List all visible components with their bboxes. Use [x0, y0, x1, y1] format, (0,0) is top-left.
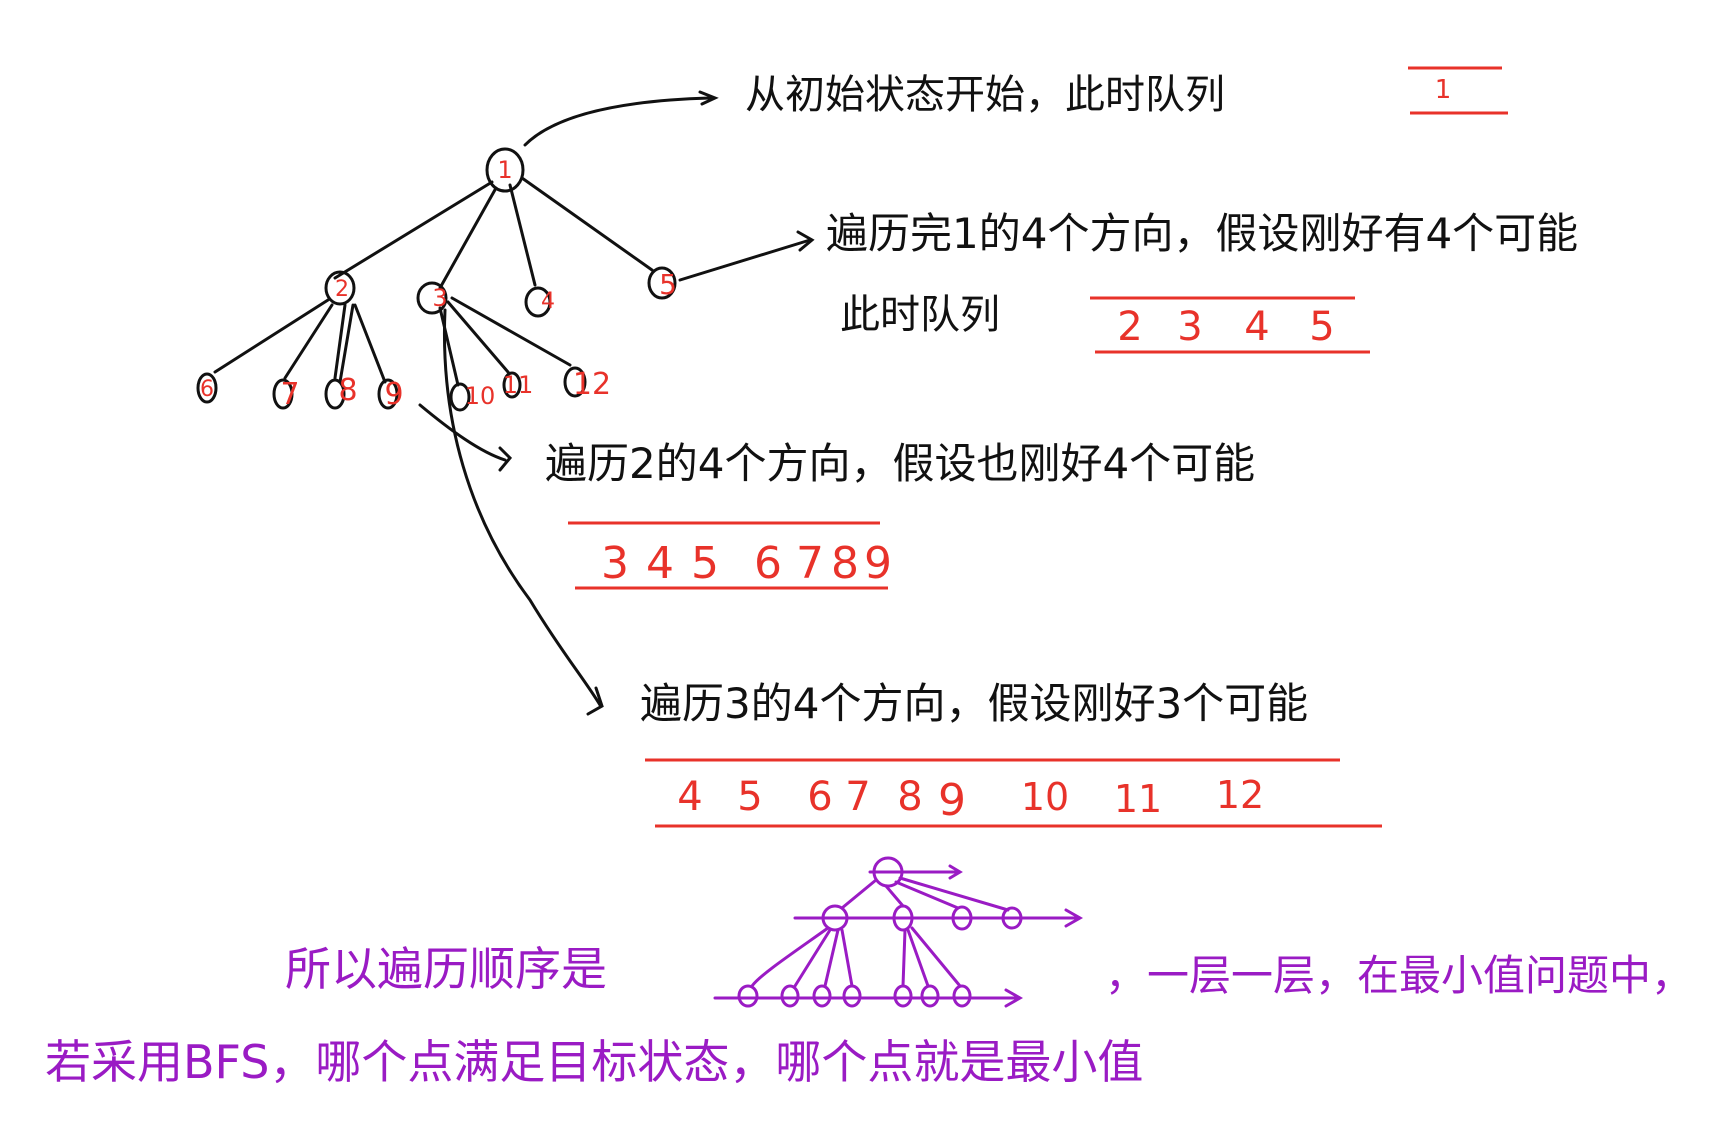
- node-7: 7: [272, 377, 300, 412]
- mini-level-0-arrow: [868, 864, 963, 880]
- mini-l1-node-1: [821, 904, 849, 932]
- edge-2-8b: [338, 303, 355, 384]
- edge-3-11: [446, 300, 510, 374]
- queue-2: 2 3 4 5: [1090, 296, 1370, 354]
- step1-note: 从初始状态开始，此时队列: [745, 72, 1225, 118]
- queue-4-item-4: 7: [845, 774, 870, 820]
- node-2-label: 2: [335, 277, 349, 302]
- node-9: 9: [377, 377, 404, 412]
- mini-l2-node-2: [780, 984, 800, 1008]
- queue-4-item-3: 6: [807, 774, 832, 820]
- step4-note: 遍历3的4个方向，假设刚好3个可能: [640, 679, 1308, 728]
- queue-1: 1: [1408, 66, 1508, 115]
- queue-3-item-2: 4: [646, 538, 674, 589]
- node-11-label: 11: [503, 371, 534, 399]
- node-8: 8: [324, 373, 358, 410]
- edge-1-5: [520, 176, 654, 272]
- summary-line1-part2: ，一层一层，在最小值问题中，: [1105, 951, 1693, 1000]
- summary-line1-part1: 所以遍历顺序是: [285, 942, 607, 996]
- queue-3: 3 4 5 6 7 8 9: [568, 521, 892, 590]
- edge-2-6: [213, 298, 330, 374]
- mini-edges-l1-l2: [750, 926, 962, 988]
- node-12-label: 12: [573, 367, 611, 402]
- queue-2-item-4: 5: [1309, 304, 1334, 350]
- queue-4-item-1: 4: [677, 774, 702, 820]
- mini-l1-node-4: [1001, 906, 1023, 930]
- node-11: 11: [502, 371, 534, 399]
- queue-1-item: 1: [1435, 75, 1452, 105]
- mini-level-order-tree: [713, 856, 1084, 1008]
- queue-4-item-8: 11: [1114, 777, 1162, 821]
- queue-2-item-2: 3: [1177, 304, 1202, 350]
- edge-3-10: [438, 306, 460, 387]
- node-2: 2: [324, 270, 356, 306]
- node-1-label: 1: [497, 156, 512, 184]
- node-9-label: 9: [384, 377, 403, 412]
- queue-3-item-5: 7: [796, 538, 824, 589]
- node-1: 1: [485, 147, 525, 193]
- edge-1-3: [438, 186, 498, 290]
- edge-1-4: [508, 183, 537, 287]
- arrow-head-step4: [586, 686, 604, 716]
- tree-edges: [213, 90, 815, 716]
- queue-3-item-3: 5: [691, 538, 719, 589]
- summary-line2: 若采用BFS，哪个点满足目标状态，哪个点就是最小值: [45, 1035, 1143, 1089]
- node-12: 12: [563, 366, 611, 402]
- mini-l2-node-1: [737, 984, 759, 1008]
- queue-4-item-6: 9: [938, 775, 966, 826]
- queue-3-item-4: 6: [754, 538, 782, 589]
- arrow-root-to-step1: [523, 96, 712, 147]
- node-7-label: 7: [280, 377, 299, 412]
- arrow-head-step3: [498, 446, 513, 472]
- step2-note-line2: 此时队列: [840, 292, 1000, 338]
- mini-l2-node-6: [920, 984, 940, 1008]
- arrow-head-step1: [698, 90, 719, 106]
- node-4-label: 4: [541, 289, 555, 314]
- edge-2-7: [283, 303, 334, 380]
- node-8-label: 8: [338, 373, 357, 408]
- edge-1-2: [333, 180, 494, 280]
- mini-edges-l0-l1: [840, 876, 1010, 912]
- node-6: 6: [196, 372, 218, 404]
- mini-root-node: [872, 856, 904, 888]
- queue-3-item-7: 9: [864, 538, 892, 589]
- step2-note-line1: 遍历完1的4个方向，假设刚好有4个可能: [826, 209, 1578, 258]
- node-5: 5: [647, 266, 677, 301]
- queue-3-item-6: 8: [831, 538, 859, 589]
- arrow-3-to-step4: [442, 308, 602, 707]
- arrow-5-to-step2: [678, 238, 812, 282]
- mini-l2-node-5: [893, 984, 913, 1008]
- queue-2-item-1: 2: [1117, 304, 1142, 350]
- mini-level-1-arrow: [793, 908, 1084, 928]
- node-10-label: 10: [465, 382, 496, 410]
- queue-4: 4 5 6 7 8 9 10 11 12: [645, 758, 1382, 828]
- node-5-label: 5: [659, 268, 677, 301]
- mini-l1-node-3: [951, 905, 973, 931]
- node-4: 4: [524, 286, 555, 318]
- mini-l2-node-3: [812, 984, 832, 1008]
- edge-2-8: [333, 303, 347, 380]
- node-3-label: 3: [432, 284, 447, 312]
- queue-4-item-9: 12: [1216, 773, 1264, 817]
- queue-4-item-7: 10: [1021, 775, 1069, 819]
- arrow-9-to-step3: [418, 403, 507, 462]
- node-10: 10: [449, 382, 496, 412]
- arrow-head-step2: [796, 230, 815, 252]
- node-3: 3: [416, 281, 448, 315]
- edge-3-12: [450, 296, 572, 367]
- queue-4-item-5: 8: [897, 774, 922, 820]
- queue-4-item-2: 5: [737, 774, 762, 820]
- queue-2-item-3: 4: [1244, 304, 1269, 350]
- mini-level-2-arrow: [713, 988, 1024, 1008]
- mini-l2-node-7: [952, 984, 972, 1008]
- tree-nodes: 1 2 3 4 5 6 7 8: [196, 147, 677, 412]
- step3-note: 遍历2的4个方向，假设也刚好4个可能: [545, 439, 1255, 488]
- mini-l2-node-4: [842, 984, 862, 1008]
- node-6-label: 6: [200, 377, 214, 402]
- queue-3-item-1: 3: [601, 538, 629, 589]
- edge-2-9: [353, 303, 387, 384]
